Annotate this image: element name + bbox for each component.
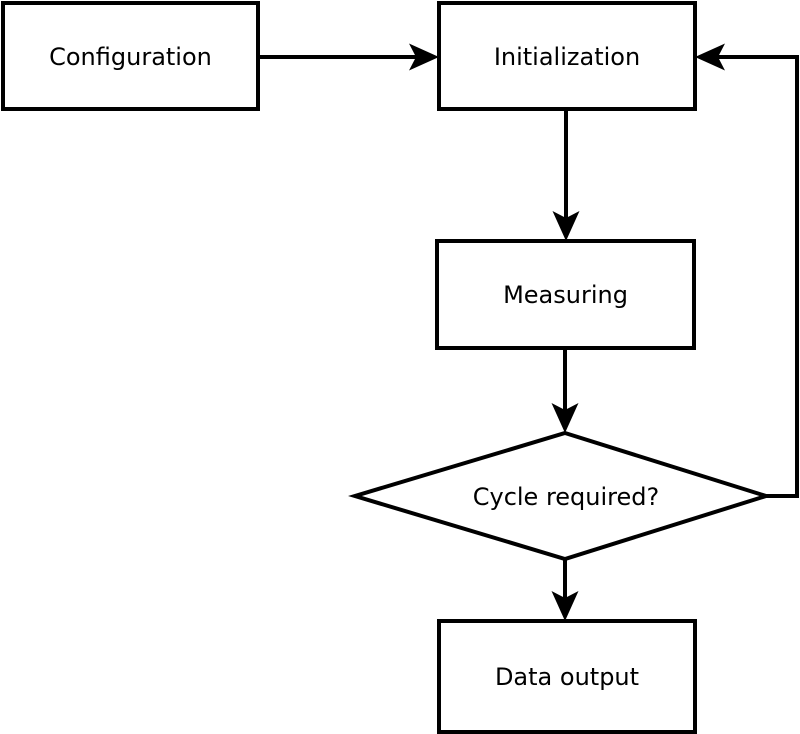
nodes: Configuration Initialization Measuring C… <box>1 1 773 734</box>
node-initialization-label: Initialization <box>494 43 640 71</box>
node-configuration: Configuration <box>1 1 260 111</box>
node-cycle-required-diamond <box>348 430 773 562</box>
node-cycle-required: Cycle required? <box>348 430 773 562</box>
node-measuring: Measuring <box>435 239 696 350</box>
node-cycle-required-label: Cycle required? <box>473 483 660 511</box>
node-data-output-box <box>437 619 697 734</box>
arrowhead-into-initialization-right <box>695 43 725 71</box>
node-measuring-box <box>435 239 696 350</box>
node-configuration-label: Configuration <box>49 43 212 71</box>
node-initialization-box <box>437 1 697 111</box>
arrowhead-into-data-output-top <box>551 591 579 621</box>
node-measuring-label: Measuring <box>503 281 628 309</box>
node-initialization: Initialization <box>437 1 697 111</box>
node-configuration-box <box>1 1 260 111</box>
edges <box>258 43 799 621</box>
node-data-output-label: Data output <box>495 663 639 691</box>
arrowhead-into-diamond-top <box>551 403 579 433</box>
arrowhead-into-measuring-top <box>552 211 580 241</box>
edge-cycle-required-to-initialization-loop <box>718 55 799 498</box>
arrowhead-into-initialization-left <box>409 43 439 71</box>
node-data-output: Data output <box>437 619 697 734</box>
